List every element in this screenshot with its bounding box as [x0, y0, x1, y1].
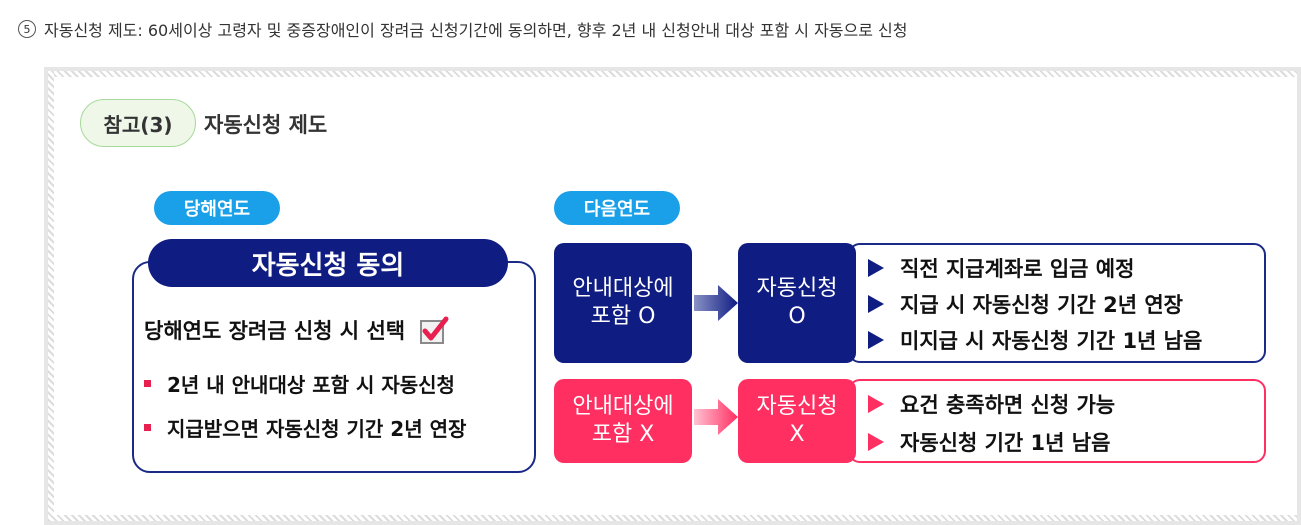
panel-border-hatch: [48, 71, 54, 521]
consent-select-text: 당해연도 장려금 신청 시 선택: [144, 319, 406, 343]
tag-next-year: 다음연도: [554, 191, 680, 225]
consent-bullet: 지급받으면 자동신청 기간 2년 연장: [144, 413, 466, 442]
auto-apply-no-box: 자동신청 X: [738, 379, 856, 463]
result-item: 요건 충족하면 신청 가능: [868, 389, 1115, 419]
consent-select-line: 당해연도 장려금 신청 시 선택: [144, 315, 449, 345]
result-item: 자동신청 기간 1년 남음: [868, 427, 1110, 457]
triangle-bullet-icon: [868, 433, 884, 451]
consent-bullet: 2년 내 안내대상 포함 시 자동신청: [144, 369, 455, 398]
consent-header: 자동신청 동의: [148, 239, 508, 287]
triangle-bullet-icon: [868, 259, 884, 277]
square-bullet-icon: [144, 424, 151, 431]
panel-border-hatch: [48, 515, 1297, 521]
result-item: 직전 지급계좌로 입금 예정: [868, 253, 1134, 283]
reference-title: 자동신청 제도: [204, 113, 328, 137]
triangle-bullet-icon: [868, 395, 884, 413]
auto-apply-yes-box: 자동신청 O: [738, 243, 856, 363]
result-box-included: [848, 243, 1266, 363]
consent-box: [132, 261, 536, 473]
result-item: 미지급 시 자동신청 기간 1년 남음: [868, 325, 1202, 355]
included-box: 안내대상에 포함 O: [554, 243, 692, 363]
checkbox-checked-icon: [419, 315, 449, 345]
arrow-right-icon: [694, 283, 738, 327]
circled-number-icon: 5: [18, 20, 36, 38]
not-included-box: 안내대상에 포함 X: [554, 379, 692, 463]
intro-text: 자동신청 제도: 60세이상 고령자 및 중증장애인이 장려금 신청기간에 동의…: [44, 21, 908, 40]
tag-this-year: 당해연도: [154, 191, 280, 225]
reference-badge: 참고(3): [80, 99, 196, 147]
result-item: 지급 시 자동신청 기간 2년 연장: [868, 289, 1183, 319]
reference-panel: 참고(3) 자동신청 제도 당해연도 다음연도 자동신청 동의 당해연도 장려금…: [44, 67, 1301, 525]
result-box-not-included: [848, 379, 1266, 463]
intro-line: 5 자동신청 제도: 60세이상 고령자 및 중증장애인이 장려금 신청기간에 …: [18, 15, 907, 43]
triangle-bullet-icon: [868, 295, 884, 313]
panel-border-hatch: [48, 71, 1297, 77]
square-bullet-icon: [144, 380, 151, 387]
arrow-right-icon: [694, 397, 738, 441]
triangle-bullet-icon: [868, 331, 884, 349]
